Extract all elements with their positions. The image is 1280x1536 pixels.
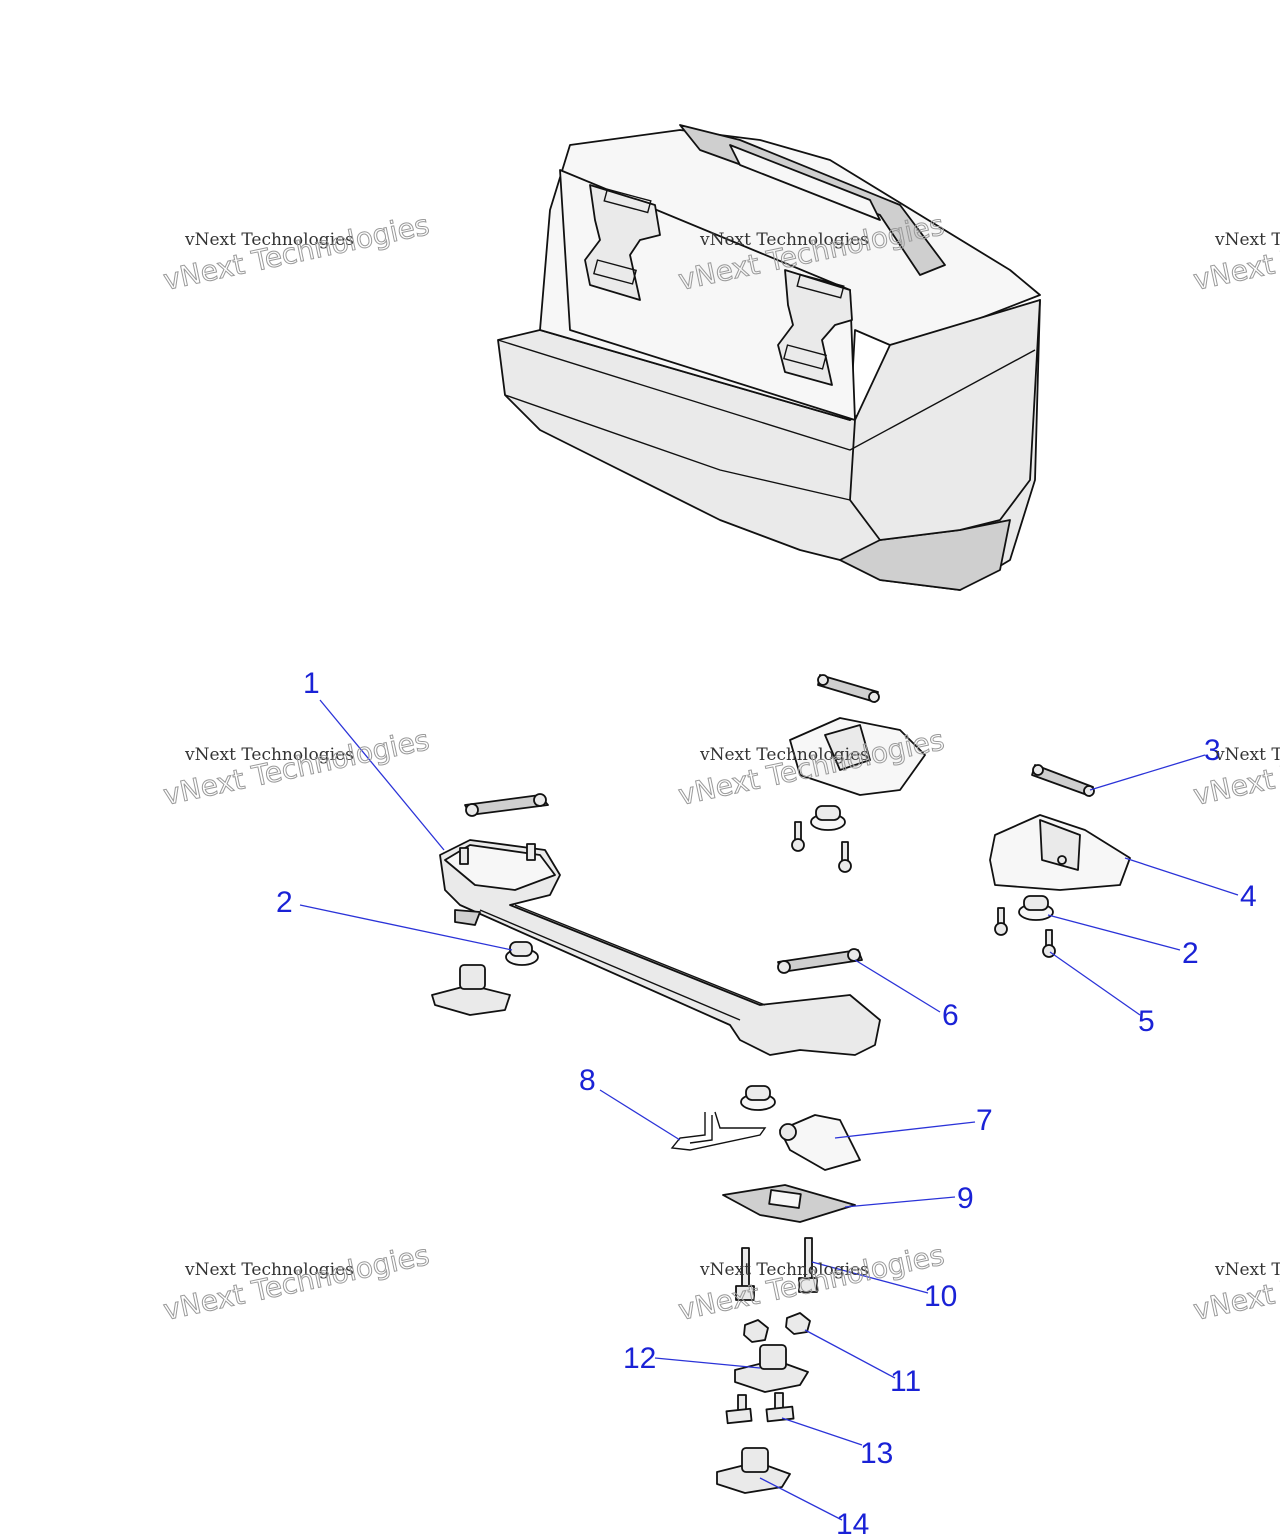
- latch-plate-mid: [734, 1344, 809, 1393]
- mounting-rail: [439, 839, 881, 1056]
- callout-labels: 1 2 3 4 2 5 6 7 8 9 10 11 12 13 14: [276, 667, 1257, 1536]
- bolt-right-b: [1042, 929, 1056, 958]
- callout-3: 3: [1204, 734, 1221, 767]
- watermark-text: vNext Technologies: [184, 1260, 354, 1280]
- latch-base-plate: [722, 1184, 856, 1223]
- watermark-outline: vNext Technologies: [161, 1238, 433, 1327]
- watermark-text: vNext Technologies: [699, 745, 869, 765]
- bolt-right-a: [994, 907, 1008, 936]
- bolt-center-b: [838, 841, 852, 873]
- bracket-center: [789, 717, 926, 796]
- watermark-text: vNext Technologies: [184, 745, 354, 765]
- watermark-text: vNext Technologies: [1214, 230, 1280, 250]
- callout-13: 13: [860, 1437, 893, 1470]
- callout-8: 8: [579, 1064, 596, 1097]
- bracket-right: [989, 814, 1131, 891]
- buckle-left: [584, 184, 661, 301]
- callout-9: 9: [957, 1182, 974, 1215]
- storage-box: [497, 124, 1041, 591]
- callout-7: 7: [976, 1104, 993, 1137]
- watermark-outline: vNext Technologies: [1191, 208, 1280, 297]
- callout-11: 11: [890, 1365, 921, 1398]
- callout-14: 14: [836, 1508, 869, 1536]
- callout-4: 4: [1240, 880, 1257, 913]
- t-bolt-a: [725, 1394, 753, 1425]
- watermark-text: vNext Technologies: [1214, 1260, 1280, 1280]
- watermark-outline: vNext Technologies: [161, 723, 433, 812]
- latch-lever: [779, 1114, 861, 1171]
- callout-1: 1: [303, 667, 320, 700]
- callout-12: 12: [623, 1342, 656, 1375]
- nut-b: [785, 1312, 811, 1335]
- buckle-right: [777, 269, 853, 386]
- callout-5: 5: [1138, 1005, 1155, 1038]
- watermark-outline: vNext Technologies: [161, 208, 433, 297]
- rubber-grommet-left: [505, 941, 539, 966]
- nut-a: [743, 1319, 769, 1343]
- t-bolt-b: [765, 1392, 795, 1423]
- grommet-right: [1018, 895, 1054, 921]
- callout-10: 10: [924, 1280, 957, 1313]
- strap-link-right: [1031, 764, 1095, 797]
- leader-lines: [299, 699, 1239, 1521]
- bolt-center-a: [791, 821, 805, 852]
- watermark-text: vNext Technologies: [1214, 745, 1280, 765]
- callout-6: 6: [942, 999, 959, 1032]
- strap-link-left: [464, 793, 549, 817]
- callout-2a: 2: [276, 886, 293, 919]
- spring-clip: [670, 1111, 767, 1151]
- grommet-latch: [740, 1085, 776, 1111]
- strap-link-lower: [777, 948, 863, 974]
- latch-plate-bottom: [716, 1447, 791, 1494]
- watermark-text: vNext Technologies: [184, 230, 354, 250]
- bolt-long-a: [735, 1247, 755, 1301]
- watermark-outline: vNext Technologies: [1191, 1238, 1280, 1327]
- watermark-text: vNext Technologies: [699, 1260, 869, 1280]
- grommet-center: [810, 805, 846, 831]
- strap-link-top: [817, 674, 880, 703]
- latch-plate-left: [431, 964, 511, 1016]
- watermark-text: vNext Technologies: [699, 230, 869, 250]
- callout-2b: 2: [1182, 937, 1199, 970]
